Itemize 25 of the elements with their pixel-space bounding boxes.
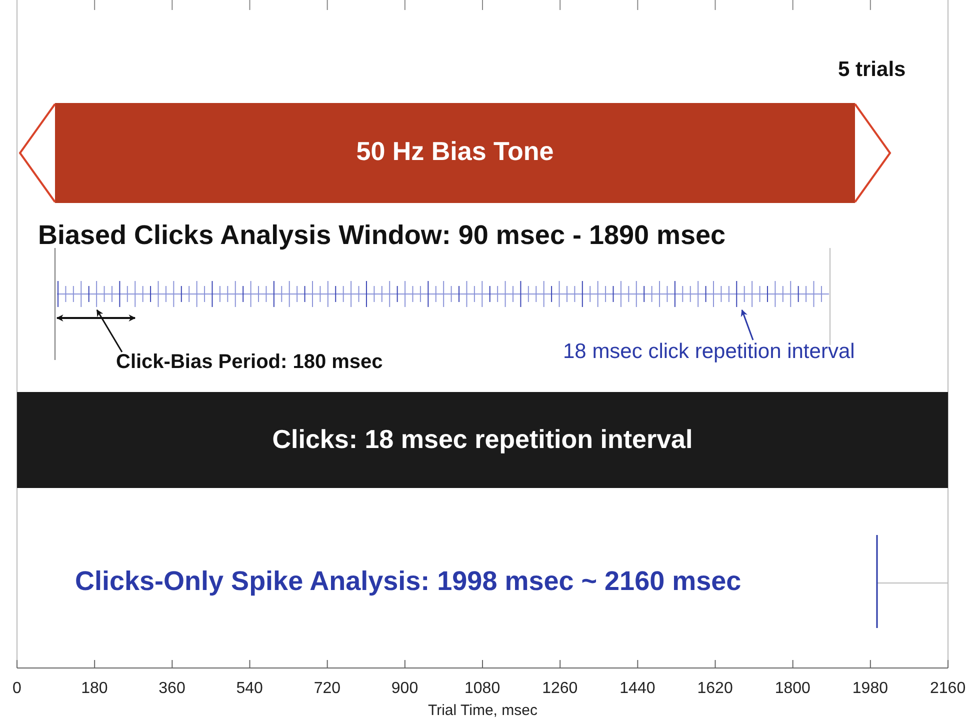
analysis-note: Clicks-Only Spike Analysis: 1998 msec ~ 2160 msec xyxy=(75,566,742,597)
band-label: 50 Hz Bias Tone xyxy=(355,136,555,167)
trial-count: 5 trials xyxy=(838,58,906,82)
tick-label: 1080 xyxy=(464,680,500,698)
annotation-text: 18 msec click repetition interval xyxy=(563,340,943,368)
tick-label: 1440 xyxy=(620,680,656,698)
tick-label: 900 xyxy=(391,680,418,698)
window-heading: Biased Clicks Analysis Window: 90 msec - 1890 msec xyxy=(38,220,726,251)
axis-title: Trial Time, msec xyxy=(428,702,538,719)
annotation-text: Click-Bias Period: 180 msec xyxy=(116,351,486,381)
tick-label: 720 xyxy=(314,680,341,698)
leader-line xyxy=(96,309,123,352)
tick-label: 540 xyxy=(236,680,263,698)
tick-label: 0 xyxy=(12,680,22,698)
tick-label: 360 xyxy=(158,680,186,698)
tick-label: 180 xyxy=(81,680,108,698)
tick-label: 1260 xyxy=(542,680,578,698)
bar-label: Clicks: 18 msec repetition interval xyxy=(271,424,694,455)
tick-label: 1620 xyxy=(697,680,733,698)
tick-label: 2160 xyxy=(930,680,966,698)
tick-label: 1980 xyxy=(852,680,888,698)
clicks-bar xyxy=(17,392,948,488)
click-raster-drawing xyxy=(57,279,829,309)
tick-label: 1800 xyxy=(774,680,810,698)
leader-line xyxy=(740,309,754,340)
